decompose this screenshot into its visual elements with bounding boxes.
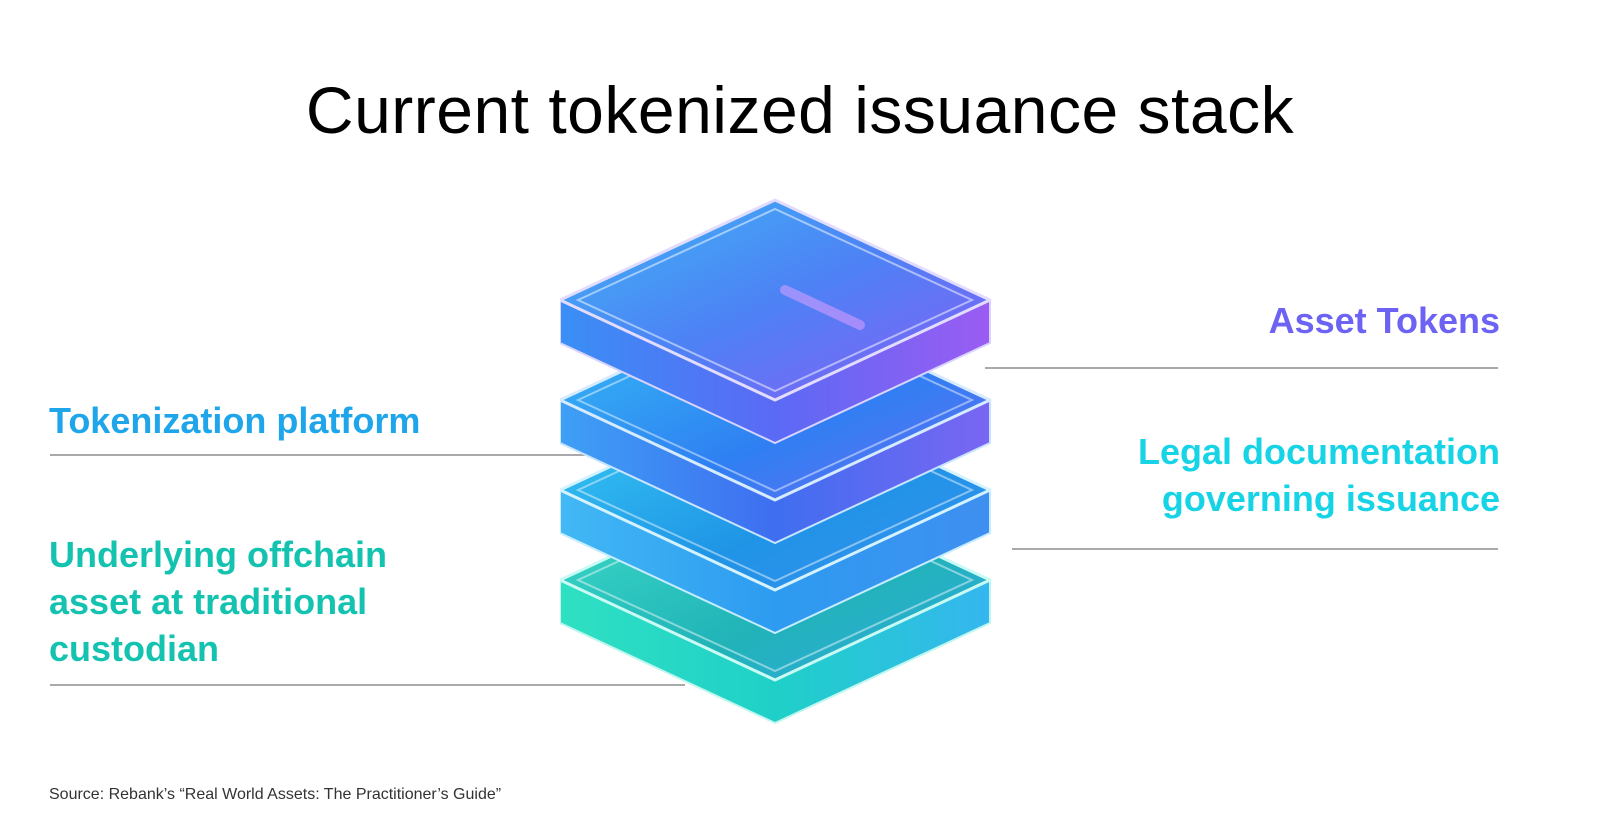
layer-asset-tokens [560, 198, 992, 445]
label-asset-tokens: Asset Tokens [1268, 300, 1500, 341]
rule-underlying-asset [50, 684, 685, 686]
layer-stack-illustration [560, 198, 992, 725]
rule-legal-documentation [1012, 548, 1498, 550]
label-underlying-asset: Underlying offchain asset at traditional… [49, 534, 388, 669]
source-citation: Source: Rebank’s “Real World Assets: The… [49, 786, 502, 803]
rule-tokenization-platform [50, 454, 585, 456]
label-legal-documentation: Legal documentation governing issuance [1137, 431, 1500, 519]
rule-asset-tokens [985, 367, 1498, 369]
label-tokenization-platform: Tokenization platform [49, 400, 421, 441]
page-title: Current tokenized issuance stack [305, 73, 1295, 147]
